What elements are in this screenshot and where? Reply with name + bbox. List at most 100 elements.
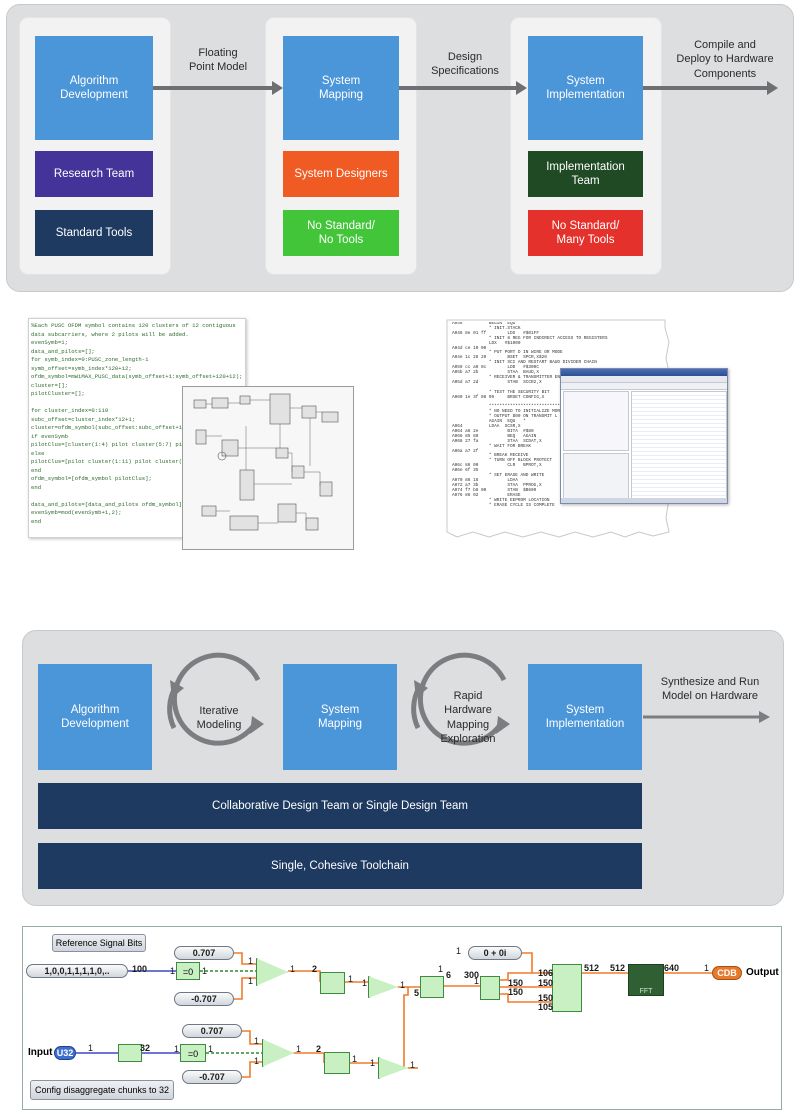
rapid-hardware-mapping-label: Rapid Hardware Mapping Exploration bbox=[440, 690, 496, 745]
width-top-2: 2 bbox=[312, 964, 318, 974]
bits-constant-block: 1,0,0,1,1,1,1,0,.. bbox=[26, 964, 128, 978]
width-top-1b: 1 bbox=[202, 966, 208, 976]
width-mux-1: 1 bbox=[438, 964, 444, 974]
width-bot-1e: 1 bbox=[370, 1058, 376, 1068]
fft-label: FFT bbox=[639, 988, 653, 995]
concat-block-b bbox=[324, 1052, 350, 1074]
width-512a: 512 bbox=[584, 963, 600, 973]
algorithm-development-block-2: Algorithm Development bbox=[38, 664, 152, 770]
neg-gain-constant-a: -0.707 bbox=[174, 992, 234, 1006]
width-105: 105 bbox=[538, 1002, 554, 1012]
complex-zero-constant: 0 + 0i bbox=[468, 946, 522, 960]
pos-gain-constant-a-value: 0.707 bbox=[192, 948, 216, 958]
neg-gain-constant-b-value: -0.707 bbox=[199, 1072, 225, 1082]
neg-gain-constant-b: -0.707 bbox=[182, 1070, 242, 1084]
compile-deploy-label: Compile and Deploy to Hardware Component… bbox=[676, 39, 774, 80]
pos-gain-constant-b-value: 0.707 bbox=[200, 1026, 224, 1036]
ide-window-screenshot bbox=[560, 368, 728, 504]
width-top-1a: 1 bbox=[170, 966, 176, 976]
output-type: CDB bbox=[717, 968, 737, 978]
input-type: U32 bbox=[56, 1048, 74, 1058]
model-wires bbox=[76, 952, 712, 1078]
input-label: Input bbox=[28, 1047, 53, 1058]
output-label: Output bbox=[746, 967, 779, 978]
width-100: 100 bbox=[132, 964, 148, 974]
system-implementation-block-2: System Implementation bbox=[528, 664, 642, 770]
ide-status-bar bbox=[561, 498, 727, 503]
input-port: U32 bbox=[54, 1046, 76, 1060]
width-top-5: 5 bbox=[414, 988, 420, 998]
width-top-1d: 1 bbox=[348, 974, 354, 984]
config-note-text: Config disaggregate chunks to 32 bbox=[34, 1085, 170, 1095]
width-bot-1a: 1 bbox=[174, 1044, 180, 1054]
floating-point-model-label: Floating Point Model bbox=[188, 47, 248, 74]
compare-block-b: =0 bbox=[180, 1044, 206, 1062]
width-150c: 150 bbox=[538, 978, 554, 988]
width-sw-b2: 1 bbox=[254, 1056, 260, 1066]
output-port: CDB bbox=[712, 966, 742, 980]
standard-tools-block: Standard Tools bbox=[35, 210, 153, 256]
width-split-1: 1 bbox=[474, 976, 480, 986]
width-sw-b1: 1 bbox=[254, 1036, 260, 1046]
mux-block-a bbox=[420, 976, 444, 998]
width-top-1e: 1 bbox=[362, 978, 368, 988]
iteration-loop-graphics bbox=[167, 652, 770, 746]
system-mapping-block: System Mapping bbox=[283, 36, 399, 140]
width-bot-2: 2 bbox=[316, 1044, 322, 1054]
width-6: 6 bbox=[446, 970, 452, 980]
implementation-team-block: Implementation Team bbox=[528, 151, 643, 197]
width-cx-1: 1 bbox=[456, 946, 462, 956]
no-standard-no-tools-block: No Standard/ No Tools bbox=[283, 210, 399, 256]
fft-block: FFT bbox=[628, 964, 664, 996]
width-150d: 150 bbox=[538, 993, 554, 1003]
vector-concat-block bbox=[552, 964, 582, 1012]
width-bot-1c: 1 bbox=[296, 1044, 302, 1054]
width-150a: 150 bbox=[508, 978, 524, 988]
synthesize-run-label: Synthesize and Run Model on Hardware bbox=[660, 676, 760, 703]
cohesive-toolchain-bar: Single, Cohesive Toolchain bbox=[38, 843, 642, 889]
top-flow-arrows bbox=[153, 81, 778, 95]
width-bot-1b: 1 bbox=[208, 1044, 214, 1054]
reference-signal-bits-text: Reference Signal Bits bbox=[55, 938, 143, 948]
width-bot-1f: 1 bbox=[410, 1060, 416, 1070]
width-640: 640 bbox=[664, 963, 680, 973]
assembly-code-region: A046 BEGIN EQU * * INIT.STACK A046 8e 01… bbox=[452, 322, 652, 530]
neg-gain-constant-a-value: -0.707 bbox=[191, 994, 217, 1004]
system-designers-block: System Designers bbox=[283, 151, 399, 197]
width-out-1: 1 bbox=[704, 963, 710, 973]
system-implementation-block: System Implementation bbox=[528, 36, 643, 140]
split-block bbox=[480, 976, 500, 1000]
collaborative-team-bar: Collaborative Design Team or Single Desi… bbox=[38, 783, 642, 829]
pos-gain-constant-a: 0.707 bbox=[174, 946, 234, 960]
complex-zero-constant-value: 0 + 0i bbox=[483, 948, 507, 958]
width-512b: 512 bbox=[610, 963, 626, 973]
ide-toolbar bbox=[561, 383, 727, 390]
assembly-code-text: A046 BEGIN EQU * * INIT.STACK A046 8e 01… bbox=[452, 322, 608, 508]
disaggregate-block bbox=[118, 1044, 142, 1062]
reference-signal-bits-note: Reference Signal Bits bbox=[52, 934, 146, 952]
config-note: Config disaggregate chunks to 32 bbox=[30, 1080, 174, 1100]
compare-block-a: =0 bbox=[176, 962, 200, 980]
width-top-1c: 1 bbox=[290, 964, 296, 974]
width-150b: 150 bbox=[508, 987, 524, 997]
hardware-model-canvas bbox=[22, 926, 782, 1110]
width-300: 300 bbox=[464, 970, 480, 980]
width-106: 106 bbox=[538, 968, 554, 978]
ide-title-bar bbox=[561, 369, 727, 376]
ide-menu-bar bbox=[561, 376, 727, 383]
width-sw-a2: 1 bbox=[248, 976, 254, 986]
width-top-1f: 1 bbox=[400, 980, 406, 990]
width-sw-a1: 1 bbox=[248, 956, 254, 966]
research-team-block: Research Team bbox=[35, 151, 153, 197]
ide-editor-pane bbox=[631, 391, 727, 499]
bits-constant-value: 1,0,0,1,1,1,1,0,.. bbox=[44, 966, 110, 976]
pos-gain-constant-b: 0.707 bbox=[182, 1024, 242, 1038]
algorithm-development-block: Algorithm Development bbox=[35, 36, 153, 140]
ide-file-tree bbox=[563, 391, 629, 451]
matlab-code-text: %Each PUSC OFDM symbol contains 120 clus… bbox=[31, 322, 243, 525]
width-in-1: 1 bbox=[88, 1043, 94, 1053]
system-mapping-block-2: System Mapping bbox=[283, 664, 397, 770]
concat-block-a bbox=[320, 972, 345, 994]
design-specifications-label: Design Specifications bbox=[431, 51, 499, 78]
width-32: 32 bbox=[140, 1043, 151, 1053]
